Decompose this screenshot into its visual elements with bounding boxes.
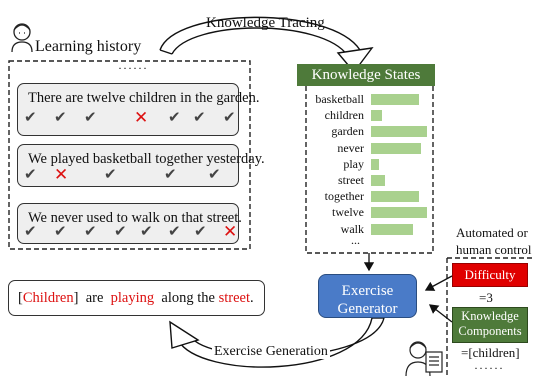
check-icon: ✔ (114, 222, 127, 240)
control-label-line-1: Automated or (456, 225, 528, 240)
knowledge-state-bar (371, 126, 427, 138)
generator-line-1: Exercise (341, 283, 394, 299)
knowledge-state-bar (371, 94, 419, 105)
control-ellipsis: ······ (474, 361, 504, 375)
word-are: are (85, 290, 104, 306)
knowledge-state-word: basketball (315, 92, 364, 106)
control-label-line-2: human control (456, 242, 532, 257)
check-icon: ✔ (24, 222, 37, 240)
knowledge-state-bar (371, 158, 379, 170)
check-icon: ✔ (168, 222, 181, 240)
word-street: street (218, 290, 250, 306)
check-icon: ✔ (164, 165, 177, 183)
cross-icon: ✕ (134, 108, 149, 128)
difficulty-value: =3 (479, 290, 493, 305)
sentence-text: There are twelve children in the garden. (28, 90, 260, 106)
check-icon: ✔ (193, 108, 206, 126)
check-icon: ✔ (208, 165, 221, 183)
knowledge-state-bar (371, 142, 421, 154)
teacher-icon (405, 341, 443, 376)
history-ellipsis: ······ (118, 61, 148, 75)
period: . (249, 290, 254, 306)
difficulty-box[interactable]: Difficulty (452, 263, 528, 287)
history-sentence-3: We never used to walk on that street. ✔ ✔… (17, 203, 242, 244)
exercise-generator-box: Exercise Generator (318, 274, 417, 318)
check-icon: ✔ (194, 222, 207, 240)
control-box (446, 257, 534, 376)
knowledge-state-word: garden (331, 124, 364, 139)
knowledge-state-bar (371, 223, 413, 235)
check-icon: ✔ (168, 108, 181, 126)
check-icon: ✔ (223, 108, 236, 126)
sentence-text: We never used to walk on that street. (28, 210, 242, 226)
sentence-text: We played basketball together yesterday. (28, 151, 265, 167)
knowledge-tracing-label: Knowledge Tracing (206, 15, 325, 31)
knowledge-state-bar (371, 175, 385, 186)
history-sentence-2: We played basketball together yesterday.… (17, 144, 265, 187)
learner-icon (11, 23, 33, 53)
word-playing: playing (110, 290, 155, 306)
knowledge-state-bar (371, 207, 427, 219)
knowledge-tracing-arrow (159, 16, 374, 74)
exercise-generation-arrow (169, 317, 385, 368)
check-icon: ✔ (104, 165, 117, 183)
close-bracket: ] (73, 290, 79, 306)
learning-history-box (8, 60, 251, 250)
exercise-generation-label: Exercise Generation (212, 344, 330, 359)
generator-line-2: Generator (337, 301, 398, 317)
knowledge-state-bar (371, 191, 419, 203)
knowledge-components-box[interactable]: Knowledge Components (452, 307, 528, 343)
knowledge-state-word: play (343, 156, 364, 171)
knowledge-state-word: walk (340, 221, 364, 236)
knowledge-state-word: children (324, 108, 364, 123)
learning-history-title: Learning history (35, 38, 142, 55)
kc-value: =[children] (461, 345, 520, 360)
generated-exercise-text: [Children] are playing along the street. (18, 291, 254, 306)
check-icon: ✔ (140, 222, 153, 240)
generated-exercise-box: [Children] are playing along the street. (8, 280, 265, 316)
cross-icon: ✕ (223, 222, 238, 242)
knowledge-states-title: Knowledge States (297, 64, 435, 86)
kc-to-generator-arrow (428, 304, 453, 323)
check-icon: ✔ (84, 108, 97, 126)
knowledge-state-bar (371, 110, 382, 122)
knowledge-state-word: twelve (332, 205, 364, 220)
knowledge-states-more: ... (351, 233, 360, 247)
knowledge-state-word: street (338, 173, 364, 187)
kc-line-2: Components (458, 324, 522, 338)
check-icon: ✔ (24, 108, 37, 126)
check-icon: ✔ (24, 165, 37, 183)
check-icon: ✔ (54, 108, 67, 126)
check-icon: ✔ (84, 222, 97, 240)
knowledge-states-box (305, 84, 434, 254)
knowledge-state-word: together (324, 189, 364, 204)
check-icon: ✔ (54, 222, 67, 240)
cross-icon: ✕ (54, 165, 69, 185)
blank-word-children: Children (22, 290, 74, 306)
history-sentence-1: There are twelve children in the garden.… (17, 83, 259, 136)
words-along-the: along the (161, 290, 215, 306)
difficulty-to-generator-arrow (424, 275, 453, 291)
kc-line-1: Knowledge (461, 309, 519, 323)
knowledge-state-word: never (337, 140, 364, 155)
open-bracket: [ (18, 290, 23, 306)
